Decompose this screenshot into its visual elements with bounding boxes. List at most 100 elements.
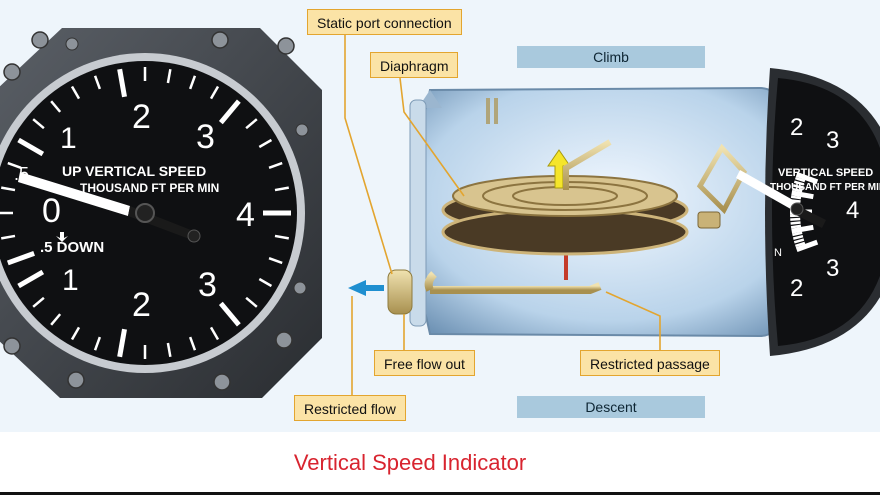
gauge-needle-main xyxy=(18,172,130,216)
minor-tick xyxy=(794,241,806,248)
minor-tick xyxy=(166,342,172,357)
sector-gear-linkage xyxy=(696,143,748,215)
minor-tick xyxy=(1,186,16,192)
minor-tick xyxy=(245,118,258,130)
gauge-label-units: THOUSAND FT PER MIN xyxy=(80,181,219,195)
minor-tick xyxy=(792,184,804,190)
major-tick xyxy=(218,99,241,125)
right-number-2-down: 2 xyxy=(790,275,803,302)
major-tick xyxy=(791,224,814,234)
instrument-case-cutaway xyxy=(348,86,807,338)
callout-static-port: Static port connection xyxy=(307,9,462,35)
right-gauge-n-label: N xyxy=(774,247,782,259)
minor-tick xyxy=(188,75,197,90)
diagram-illustration: 0 1 2 3 4 3 2 1 .5 UP VERTICAL SPEED THO… xyxy=(0,28,880,398)
minor-tick xyxy=(268,256,283,265)
minor-tick xyxy=(258,277,273,288)
minor-tick xyxy=(792,187,803,193)
minor-tick xyxy=(245,296,258,308)
diaphragm-mount-rod xyxy=(486,98,498,124)
gauge-number-2-up: 2 xyxy=(132,98,151,136)
leader-static-port xyxy=(344,30,393,275)
case-front-rim xyxy=(409,99,427,327)
minor-tick xyxy=(50,313,62,326)
right-gauge-label: VERTICAL SPEED xyxy=(778,167,873,179)
callout-restricted-passage: Restricted passage xyxy=(580,350,720,376)
minor-tick xyxy=(274,186,289,192)
leader-restricted-passage xyxy=(605,291,661,350)
right-number-3-down: 3 xyxy=(826,255,839,282)
gauge-tick-marks xyxy=(0,67,291,359)
minor-tick xyxy=(790,195,802,200)
right-number-3-up: 3 xyxy=(826,127,839,154)
minor-tick xyxy=(268,161,283,170)
minor-tick xyxy=(188,336,197,351)
callout-free-flow-out: Free flow out xyxy=(374,350,475,376)
minor-tick xyxy=(209,85,220,100)
tube-bend xyxy=(424,271,437,292)
minor-tick xyxy=(274,234,289,240)
minor-tick xyxy=(7,161,22,170)
major-tick xyxy=(17,137,45,157)
airflow-arrow-icon xyxy=(348,280,366,296)
minor-tick xyxy=(93,75,102,90)
minor-tick xyxy=(792,234,804,240)
right-gauge-needle xyxy=(736,170,800,212)
major-tick xyxy=(218,301,241,327)
gauge-number-1-up: 1 xyxy=(60,122,77,155)
static-port-fitting xyxy=(387,269,413,315)
capillary-tube xyxy=(430,282,602,294)
right-gauge-hub xyxy=(790,202,804,216)
callout-diaphragm: Diaphragm xyxy=(370,52,459,78)
gauge-number-0: 0 xyxy=(42,192,61,230)
right-gauge-face xyxy=(772,78,880,346)
minor-tick xyxy=(32,296,45,308)
major-tick xyxy=(6,251,35,266)
minor-tick xyxy=(790,221,801,225)
minor-tick xyxy=(258,138,273,149)
minor-tick xyxy=(70,85,81,100)
gauge-hub-secondary xyxy=(187,229,201,243)
vsi-gauge-right: 2 3 4 3 2 VERTICAL SPEED THOUSAND FT PER… xyxy=(736,68,880,356)
minor-tick xyxy=(50,100,62,113)
major-tick xyxy=(791,190,814,200)
gauge-label-down: .5 DOWN xyxy=(40,239,104,256)
callout-restricted-flow: Restricted flow xyxy=(294,395,406,421)
gauge-number-3-down: 3 xyxy=(198,266,217,304)
vsi-gauge-left: 0 1 2 3 4 3 2 1 .5 UP VERTICAL SPEED THO… xyxy=(0,28,322,398)
minor-tick xyxy=(1,234,16,240)
minor-tick xyxy=(790,217,801,221)
leader-diaphragm xyxy=(399,77,465,197)
major-tick xyxy=(795,239,819,252)
minor-tick xyxy=(70,326,81,341)
major-tick xyxy=(795,172,819,185)
gauge-number-2-down: 2 xyxy=(132,286,151,324)
minor-tick xyxy=(32,118,45,130)
callout-leaders xyxy=(344,30,661,396)
minor-tick xyxy=(793,180,805,186)
gauge-hub xyxy=(135,203,155,223)
figure-caption: Vertical Speed Indicator xyxy=(293,450,527,475)
right-number-2-up: 2 xyxy=(790,114,803,141)
right-number-4: 4 xyxy=(846,197,859,224)
pinion-gear xyxy=(697,211,721,229)
diagram-canvas: 0 1 2 3 4 3 2 1 .5 UP VERTICAL SPEED THO… xyxy=(0,0,880,432)
minor-tick xyxy=(166,69,172,84)
major-tick xyxy=(17,269,45,289)
minor-tick xyxy=(794,176,806,183)
gauge-label-up: UP VERTICAL SPEED xyxy=(62,163,206,179)
bezel-screws xyxy=(3,31,309,391)
gauge-number-4: 4 xyxy=(236,196,255,234)
minor-tick xyxy=(790,224,802,229)
gauge-number-1-down: 1 xyxy=(62,264,79,297)
climb-band: Climb xyxy=(517,46,705,68)
descent-band: Descent xyxy=(517,396,705,418)
airflow-arrow-shaft xyxy=(364,285,384,291)
linkage-arm xyxy=(563,139,612,190)
right-gauge-units: THOUSAND FT PER MIN xyxy=(770,182,880,193)
minor-tick xyxy=(792,231,803,237)
minor-tick xyxy=(93,336,102,351)
major-tick xyxy=(117,68,127,98)
major-tick xyxy=(117,328,127,358)
